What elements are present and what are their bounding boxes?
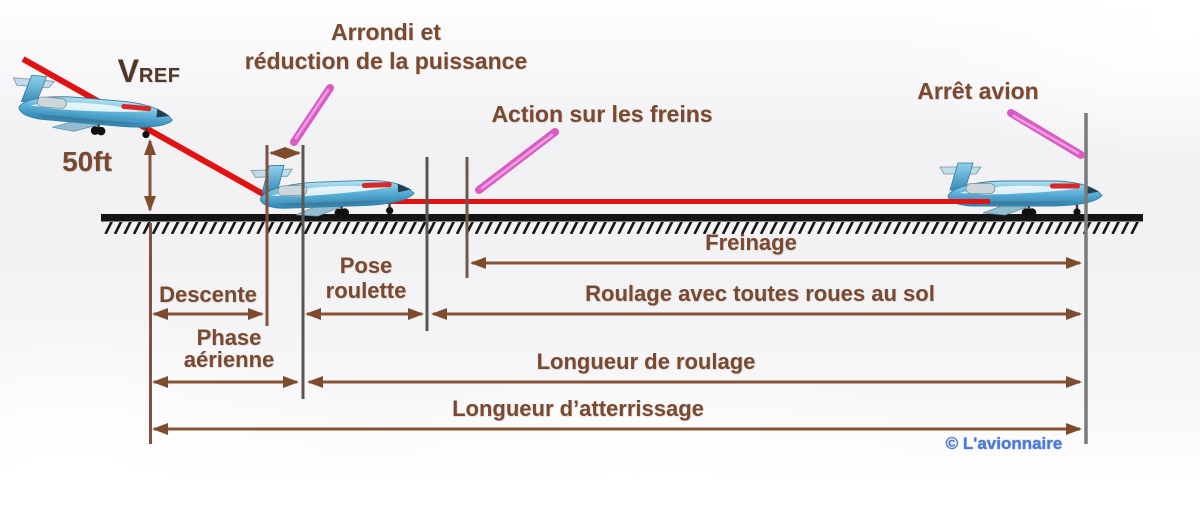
vref-subscript: REF xyxy=(138,65,181,87)
callout-action-freins-label: Action sur les freins xyxy=(491,101,713,127)
height-50ft-label: 50ft xyxy=(62,146,112,177)
phase-roulage-sol-label: Roulage avec toutes roues au sol xyxy=(585,281,935,306)
phase-line1: Phase xyxy=(196,325,262,350)
vref-label: VREF xyxy=(118,53,181,90)
airplane-icon xyxy=(249,159,417,222)
airplane-icon xyxy=(938,161,1104,219)
phase-aerienne-label: Phase aérienne xyxy=(184,327,275,371)
callout-arrondi-line2: réduction de la puissance xyxy=(244,48,528,74)
callout-line-arrondi-highlight xyxy=(294,88,330,140)
runway-bar xyxy=(101,214,1143,222)
callout-line-arret-highlight xyxy=(1012,114,1080,155)
runway-hatching xyxy=(103,222,1140,234)
phase-freinage-label: Freinage xyxy=(705,230,797,255)
pose-line2: roulette xyxy=(325,278,407,303)
longueur-roulage-label: Longueur de roulage xyxy=(536,349,756,374)
phase-pose-roulette-label: Pose roulette xyxy=(326,253,407,303)
longueur-atterrissage-label: Longueur d’atterrissage xyxy=(452,396,704,421)
phase-descente-label: Descente xyxy=(159,282,257,307)
vref-main: V xyxy=(117,53,139,89)
callout-arret-avion-label: Arrêt avion xyxy=(917,78,1039,104)
callout-line-freins-highlight xyxy=(480,133,554,190)
callout-arrondi-line1: Arrondi et xyxy=(331,19,441,45)
callout-arrondi-label: Arrondi et réduction de la puissance xyxy=(245,18,527,76)
credit-watermark: © L'avionnaire xyxy=(945,434,1063,453)
pose-line1: Pose xyxy=(339,253,393,278)
phase-line2: aérienne xyxy=(183,347,275,372)
